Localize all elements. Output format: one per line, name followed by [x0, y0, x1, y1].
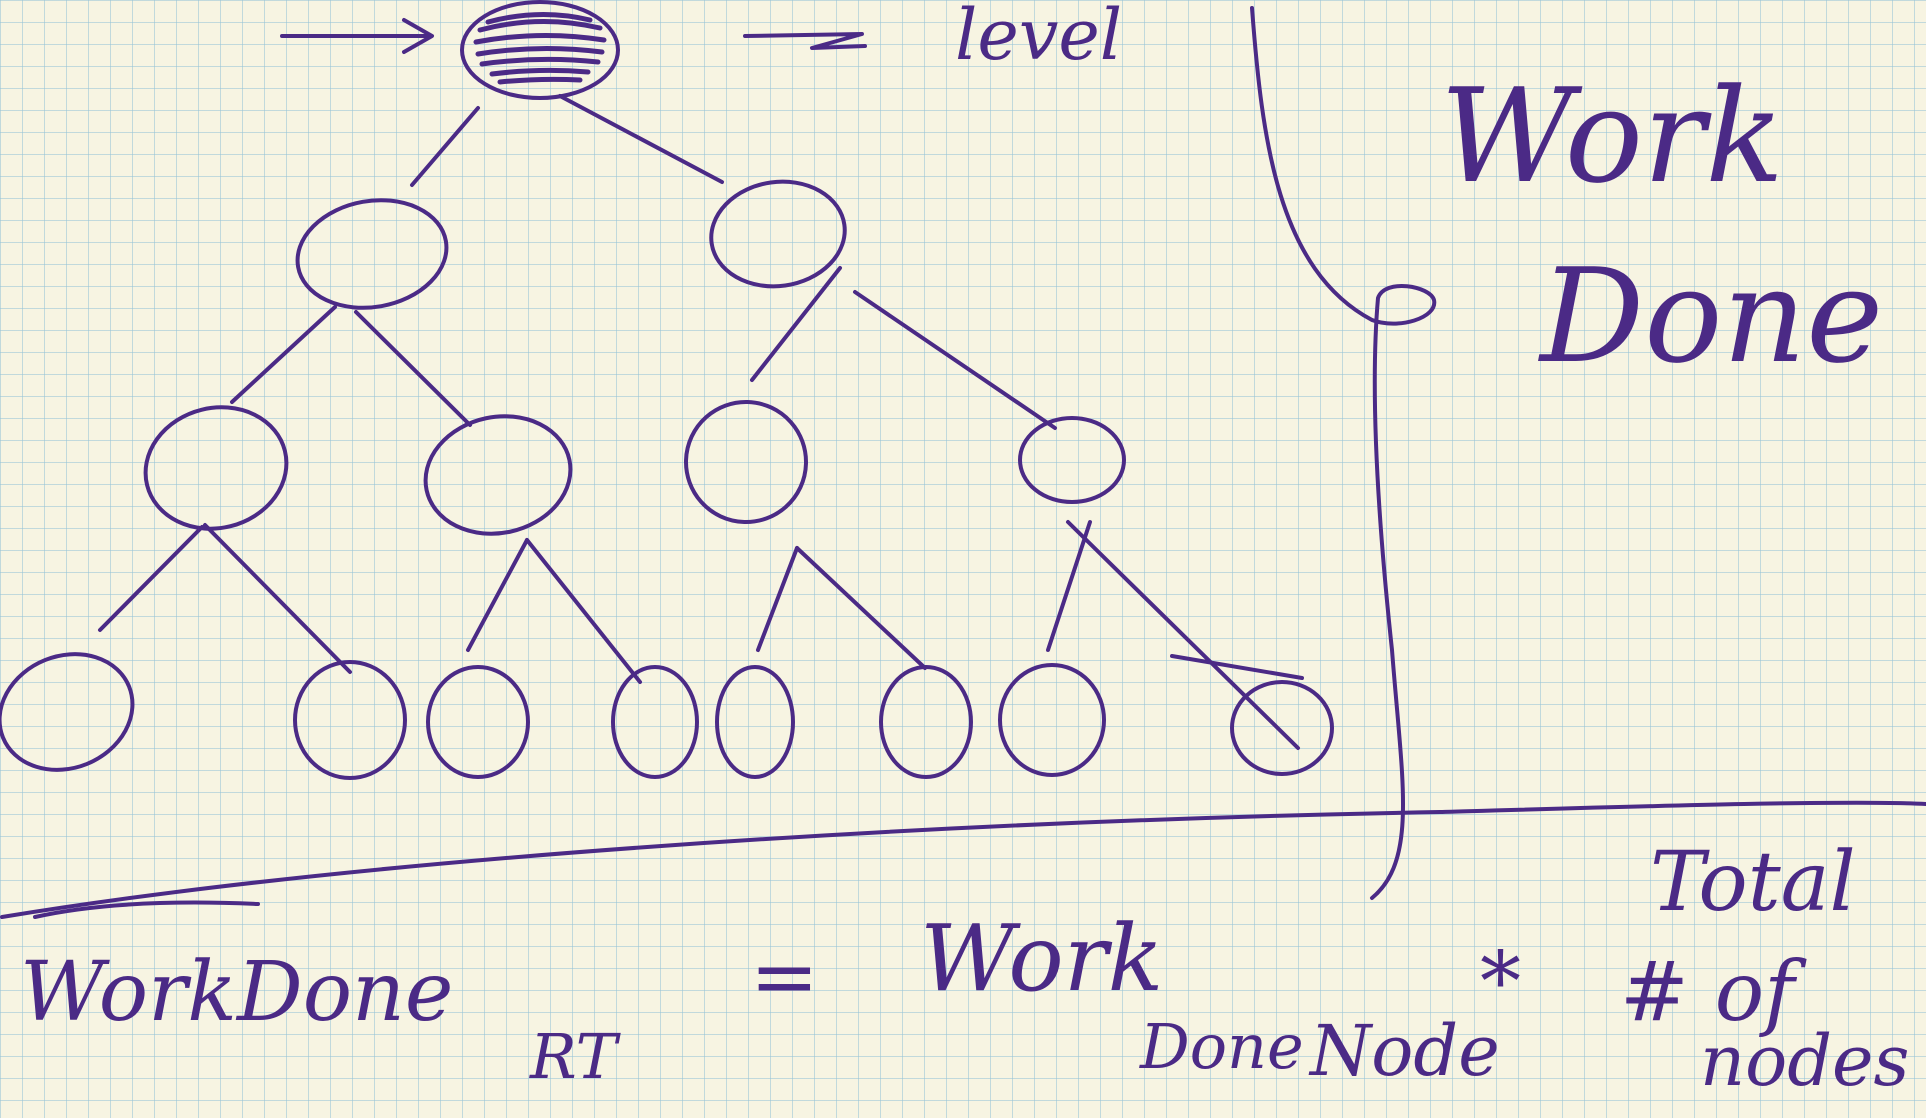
multiply-sign: *	[1480, 935, 1521, 1030]
tree-node	[426, 665, 530, 779]
work-label: Work	[1440, 60, 1784, 212]
equation-lhs-subscript: RT	[530, 1020, 617, 1093]
tree-node	[295, 198, 449, 310]
equation-work: Work	[920, 905, 1164, 1012]
level-label: level	[955, 0, 1123, 76]
tree-node	[423, 414, 573, 536]
tree-node	[1230, 680, 1334, 776]
root-node	[460, 0, 620, 100]
arrow-to-root	[280, 18, 434, 54]
level-brace	[1250, 6, 1437, 900]
equation-done-subscript: Done	[1140, 1010, 1304, 1083]
equals-sign: =	[750, 930, 819, 1025]
tree-node	[293, 660, 407, 780]
tree-nodes	[0, 0, 1334, 780]
equation-node-subscript: Node	[1310, 1010, 1500, 1092]
equation-number-of: # of	[1620, 945, 1795, 1040]
tree-node	[1018, 416, 1126, 504]
tree-node	[879, 665, 973, 779]
equals-arrow	[743, 32, 867, 50]
tree-node	[143, 405, 289, 531]
tree-node	[0, 652, 135, 772]
tree-node	[998, 663, 1106, 777]
equation-total: Total	[1650, 835, 1856, 930]
tree-node	[715, 665, 795, 779]
equation-lhs: WorkDone	[20, 945, 454, 1040]
tree-edges	[98, 94, 1304, 750]
divider-line	[0, 800, 1926, 919]
tree-node	[709, 179, 847, 289]
tree-node	[684, 400, 808, 524]
done-label: Done	[1540, 240, 1884, 392]
equation-nodes: nodes	[1700, 1020, 1910, 1102]
tree-node	[611, 665, 699, 779]
